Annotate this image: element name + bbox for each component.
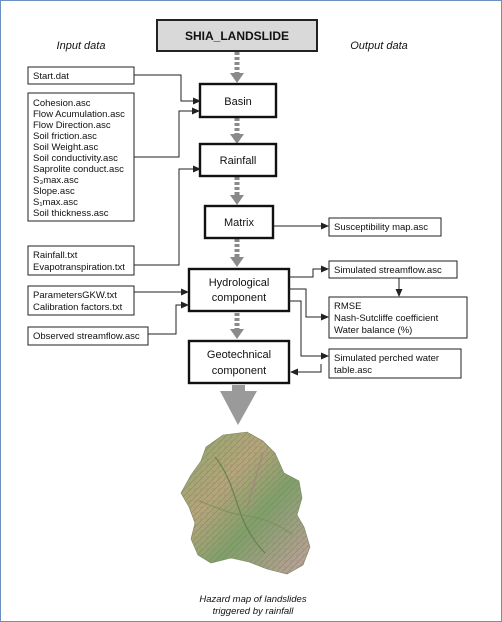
geotechnical-label-line2: component bbox=[212, 365, 266, 377]
raster-item: Cohesion.asc bbox=[33, 98, 91, 109]
geotechnical-label-line1: Geotechnical bbox=[207, 349, 271, 361]
hydrological-label-line2: component bbox=[212, 292, 266, 304]
raster-item: Soil Weight.asc bbox=[33, 142, 99, 153]
title-text: SHIA_LANDSLIDE bbox=[185, 29, 289, 43]
rainfall-box bbox=[198, 142, 278, 178]
raster-item: Flow Acumulation.asc bbox=[33, 109, 125, 120]
big-down-arrow bbox=[220, 385, 257, 425]
metric-item: Water balance (%) bbox=[334, 325, 412, 336]
output-connectors bbox=[273, 222, 403, 376]
input-start-text: Start.dat bbox=[33, 71, 69, 82]
raster-item: Soil conductivity.asc bbox=[33, 153, 118, 164]
streamflow-text: Simulated streamflow.asc bbox=[334, 265, 442, 276]
caption-line1: Hazard map of landslides bbox=[199, 594, 306, 605]
output-streamflow-box bbox=[328, 260, 458, 279]
output-susceptibility-box bbox=[328, 217, 442, 237]
basin-box bbox=[198, 82, 278, 119]
matrix-box bbox=[203, 204, 275, 240]
climate-item: Rainfall.txt bbox=[33, 250, 78, 261]
geotechnical-box bbox=[187, 339, 291, 385]
observed-item: Observed streamflow.asc bbox=[33, 331, 140, 342]
raster-item: Soil friction.asc bbox=[33, 131, 97, 142]
hydrological-label-line1: Hydrological bbox=[209, 277, 270, 289]
rainfall-label: Rainfall bbox=[220, 155, 257, 167]
output-perched-box bbox=[328, 348, 462, 379]
metric-item: RMSE bbox=[334, 301, 361, 312]
raster-item: Flow Direction.asc bbox=[33, 120, 111, 131]
perched-item: table.asc bbox=[334, 365, 372, 376]
central-flow-arrows bbox=[230, 52, 244, 339]
raster-item: Soil thickness.asc bbox=[33, 208, 109, 219]
perched-item: Simulated perched water bbox=[334, 353, 439, 364]
input-params-box bbox=[27, 285, 135, 316]
raster-item: Saprolite conduct.asc bbox=[33, 164, 124, 175]
metric-item: Nash-Sutcliffe coefficient bbox=[334, 313, 439, 324]
basin-label: Basin bbox=[224, 96, 252, 108]
raster-item: S₃max.asc bbox=[33, 175, 79, 186]
input-rasters-box bbox=[27, 92, 135, 222]
susceptibility-text: Susceptibility map.asc bbox=[334, 222, 428, 233]
input-climate-box bbox=[27, 245, 135, 276]
hazard-map-image bbox=[180, 431, 311, 575]
params-item: Calibration factors.txt bbox=[33, 302, 123, 313]
climate-item: Evapotranspiration.txt bbox=[33, 262, 125, 273]
hydrological-box bbox=[187, 267, 291, 313]
raster-item: Slope.asc bbox=[33, 186, 75, 197]
input-data-heading: Input data bbox=[57, 40, 106, 52]
params-item: ParametersGKW.txt bbox=[33, 290, 117, 301]
input-observed-box bbox=[27, 326, 149, 346]
input-rasters-list: Cohesion.asc Flow Acumulation.asc Flow D… bbox=[33, 98, 125, 219]
matrix-label: Matrix bbox=[224, 217, 254, 229]
raster-item: S₁max.asc bbox=[33, 197, 78, 208]
title-box bbox=[156, 19, 318, 52]
output-metrics-box bbox=[328, 296, 468, 339]
input-connectors bbox=[134, 74, 201, 335]
output-data-heading: Output data bbox=[350, 40, 408, 52]
caption-line2: triggered by rainfall bbox=[213, 606, 295, 617]
